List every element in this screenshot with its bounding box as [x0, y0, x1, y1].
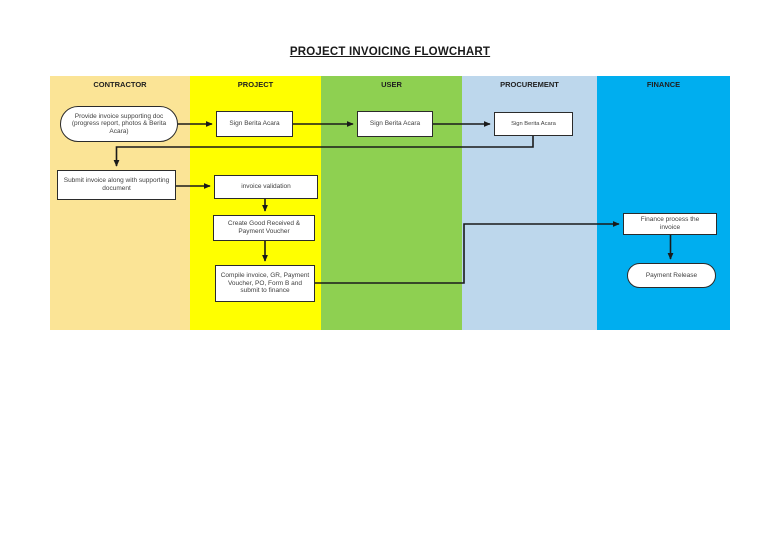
- node-label: Provide invoice supporting doc (progress…: [71, 112, 167, 135]
- node-label: Sign Berita Acara: [229, 120, 280, 128]
- node-finance-process-invoice: Finance process the invoice: [623, 213, 717, 235]
- node-payment-release: Payment Release: [627, 263, 716, 288]
- lane-header-user: USER: [381, 80, 402, 89]
- flowchart: CONTRACTOR PROJECT USER PROCUREMENT FINA…: [50, 76, 730, 330]
- node-create-gr-payment-voucher: Create Good Received & Payment Voucher: [213, 215, 315, 241]
- node-provide-supporting-doc: Provide invoice supporting doc (progress…: [60, 106, 178, 142]
- node-submit-invoice: Submit invoice along with supporting doc…: [57, 170, 176, 200]
- lane-finance: FINANCE: [597, 76, 730, 330]
- node-sign-berita-acara-project: Sign Berita Acara: [216, 111, 293, 137]
- lane-header-project: PROJECT: [237, 80, 274, 89]
- node-label: Compile invoice, GR, Payment Voucher, PO…: [220, 272, 310, 295]
- node-sign-berita-acara-procurement: Sign Berita Acara: [494, 112, 573, 136]
- node-label: Sign Berita Acara: [511, 120, 556, 127]
- page-title: PROJECT INVOICING FLOWCHART: [289, 46, 491, 58]
- node-label: Create Good Received & Payment Voucher: [227, 220, 301, 235]
- lane-header-procurement: PROCUREMENT: [500, 80, 559, 89]
- node-compile-and-submit-to-finance: Compile invoice, GR, Payment Voucher, PO…: [215, 265, 315, 302]
- node-label: invoice validation: [241, 183, 291, 191]
- node-label: Payment Release: [645, 271, 698, 279]
- lane-header-finance: FINANCE: [646, 80, 681, 89]
- lane-header-contractor: CONTRACTOR: [93, 80, 147, 89]
- node-invoice-validation: invoice validation: [214, 175, 318, 199]
- node-label: Sign Berita Acara: [369, 120, 421, 128]
- node-sign-berita-acara-user: Sign Berita Acara: [357, 111, 433, 137]
- node-label: Finance process the invoice: [640, 216, 700, 231]
- node-label: Submit invoice along with supporting doc…: [63, 177, 170, 192]
